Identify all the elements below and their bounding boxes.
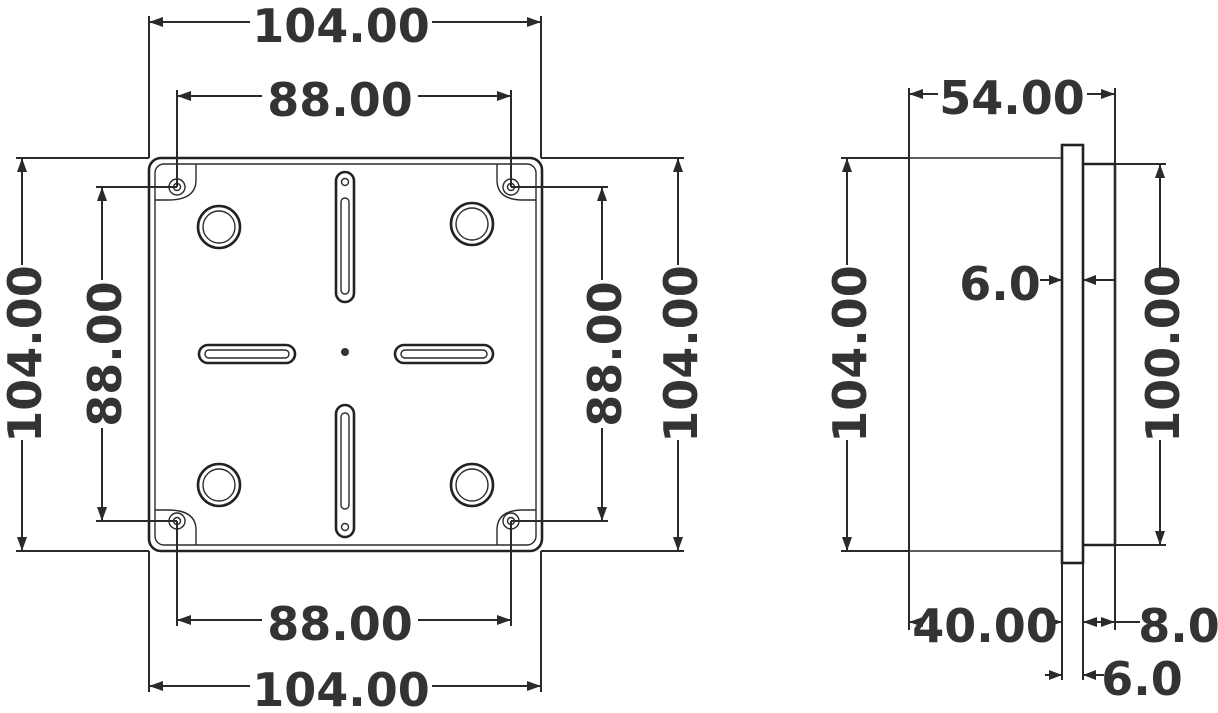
box-outer-edge	[147, 156, 544, 553]
dim-top-outer-label: 104.00	[252, 0, 430, 53]
dim-bottom-inner: 88.00	[176, 521, 512, 651]
dim-left-inner-label: 88.00	[78, 281, 132, 427]
dim-right-outer-label: 104.00	[654, 265, 708, 443]
dim-height-right: 100.00	[1115, 163, 1190, 546]
dim-right-outer: 104.00	[541, 157, 708, 552]
knockout-bottom-right	[449, 462, 495, 508]
dim-height-right-label: 100.00	[1136, 265, 1190, 443]
dim-height-left: 104.00	[823, 157, 909, 552]
box-inner-edge	[154, 163, 537, 546]
slot-bottom	[334, 403, 356, 539]
slot-right	[393, 343, 495, 365]
corner-pocket-bottom-right	[496, 509, 536, 545]
corner-pocket-top-left	[155, 164, 197, 201]
corner-pocket-top-right	[496, 164, 536, 201]
knockout-bottom-left	[196, 462, 242, 508]
dim-left-outer-label: 104.00	[0, 265, 52, 443]
knockout-top-left	[196, 204, 242, 250]
dim-rim-depth-label: 8.0	[1138, 599, 1218, 653]
flange	[1060, 143, 1085, 565]
dim-flange-thickness-label: 6.0	[959, 257, 1041, 311]
dim-flange-bottom-label: 6.0	[1101, 652, 1183, 706]
dim-depth-total-label: 54.00	[939, 71, 1085, 125]
dim-body-depth-label: 40.00	[912, 599, 1058, 653]
dim-top-inner: 88.00	[176, 73, 512, 187]
dim-top-inner-label: 88.00	[267, 73, 413, 127]
dim-bottom-outer: 104.00	[148, 551, 542, 713]
knockout-top-right	[449, 201, 495, 247]
dim-right-inner: 88.00	[511, 186, 632, 522]
corner-pocket-bottom-left	[155, 509, 197, 545]
rim	[1083, 162, 1117, 547]
side-view: 54.00 104.00 6.0 100.0	[823, 71, 1218, 706]
dim-depth-total: 54.00	[908, 71, 1116, 630]
dim-bottom-inner-label: 88.00	[267, 597, 413, 651]
dim-flange-thickness: 6.0	[959, 257, 1115, 311]
front-view: 104.00 88.00 88.00	[0, 0, 708, 713]
dim-rim-depth: 8.0	[1083, 599, 1218, 653]
dim-top-outer: 104.00	[148, 0, 542, 158]
dim-left-inner: 88.00	[78, 186, 177, 522]
center-hole	[341, 348, 349, 356]
dim-height-left-label: 104.00	[823, 265, 877, 443]
dim-left-outer: 104.00	[0, 157, 149, 552]
dim-bottom-outer-label: 104.00	[252, 663, 430, 713]
dim-body-depth: 40.00	[909, 563, 1084, 680]
dim-flange-bottom: 6.0	[1045, 652, 1183, 706]
slot-top	[334, 170, 356, 304]
dim-right-inner-label: 88.00	[578, 281, 632, 427]
slot-left	[197, 343, 297, 365]
